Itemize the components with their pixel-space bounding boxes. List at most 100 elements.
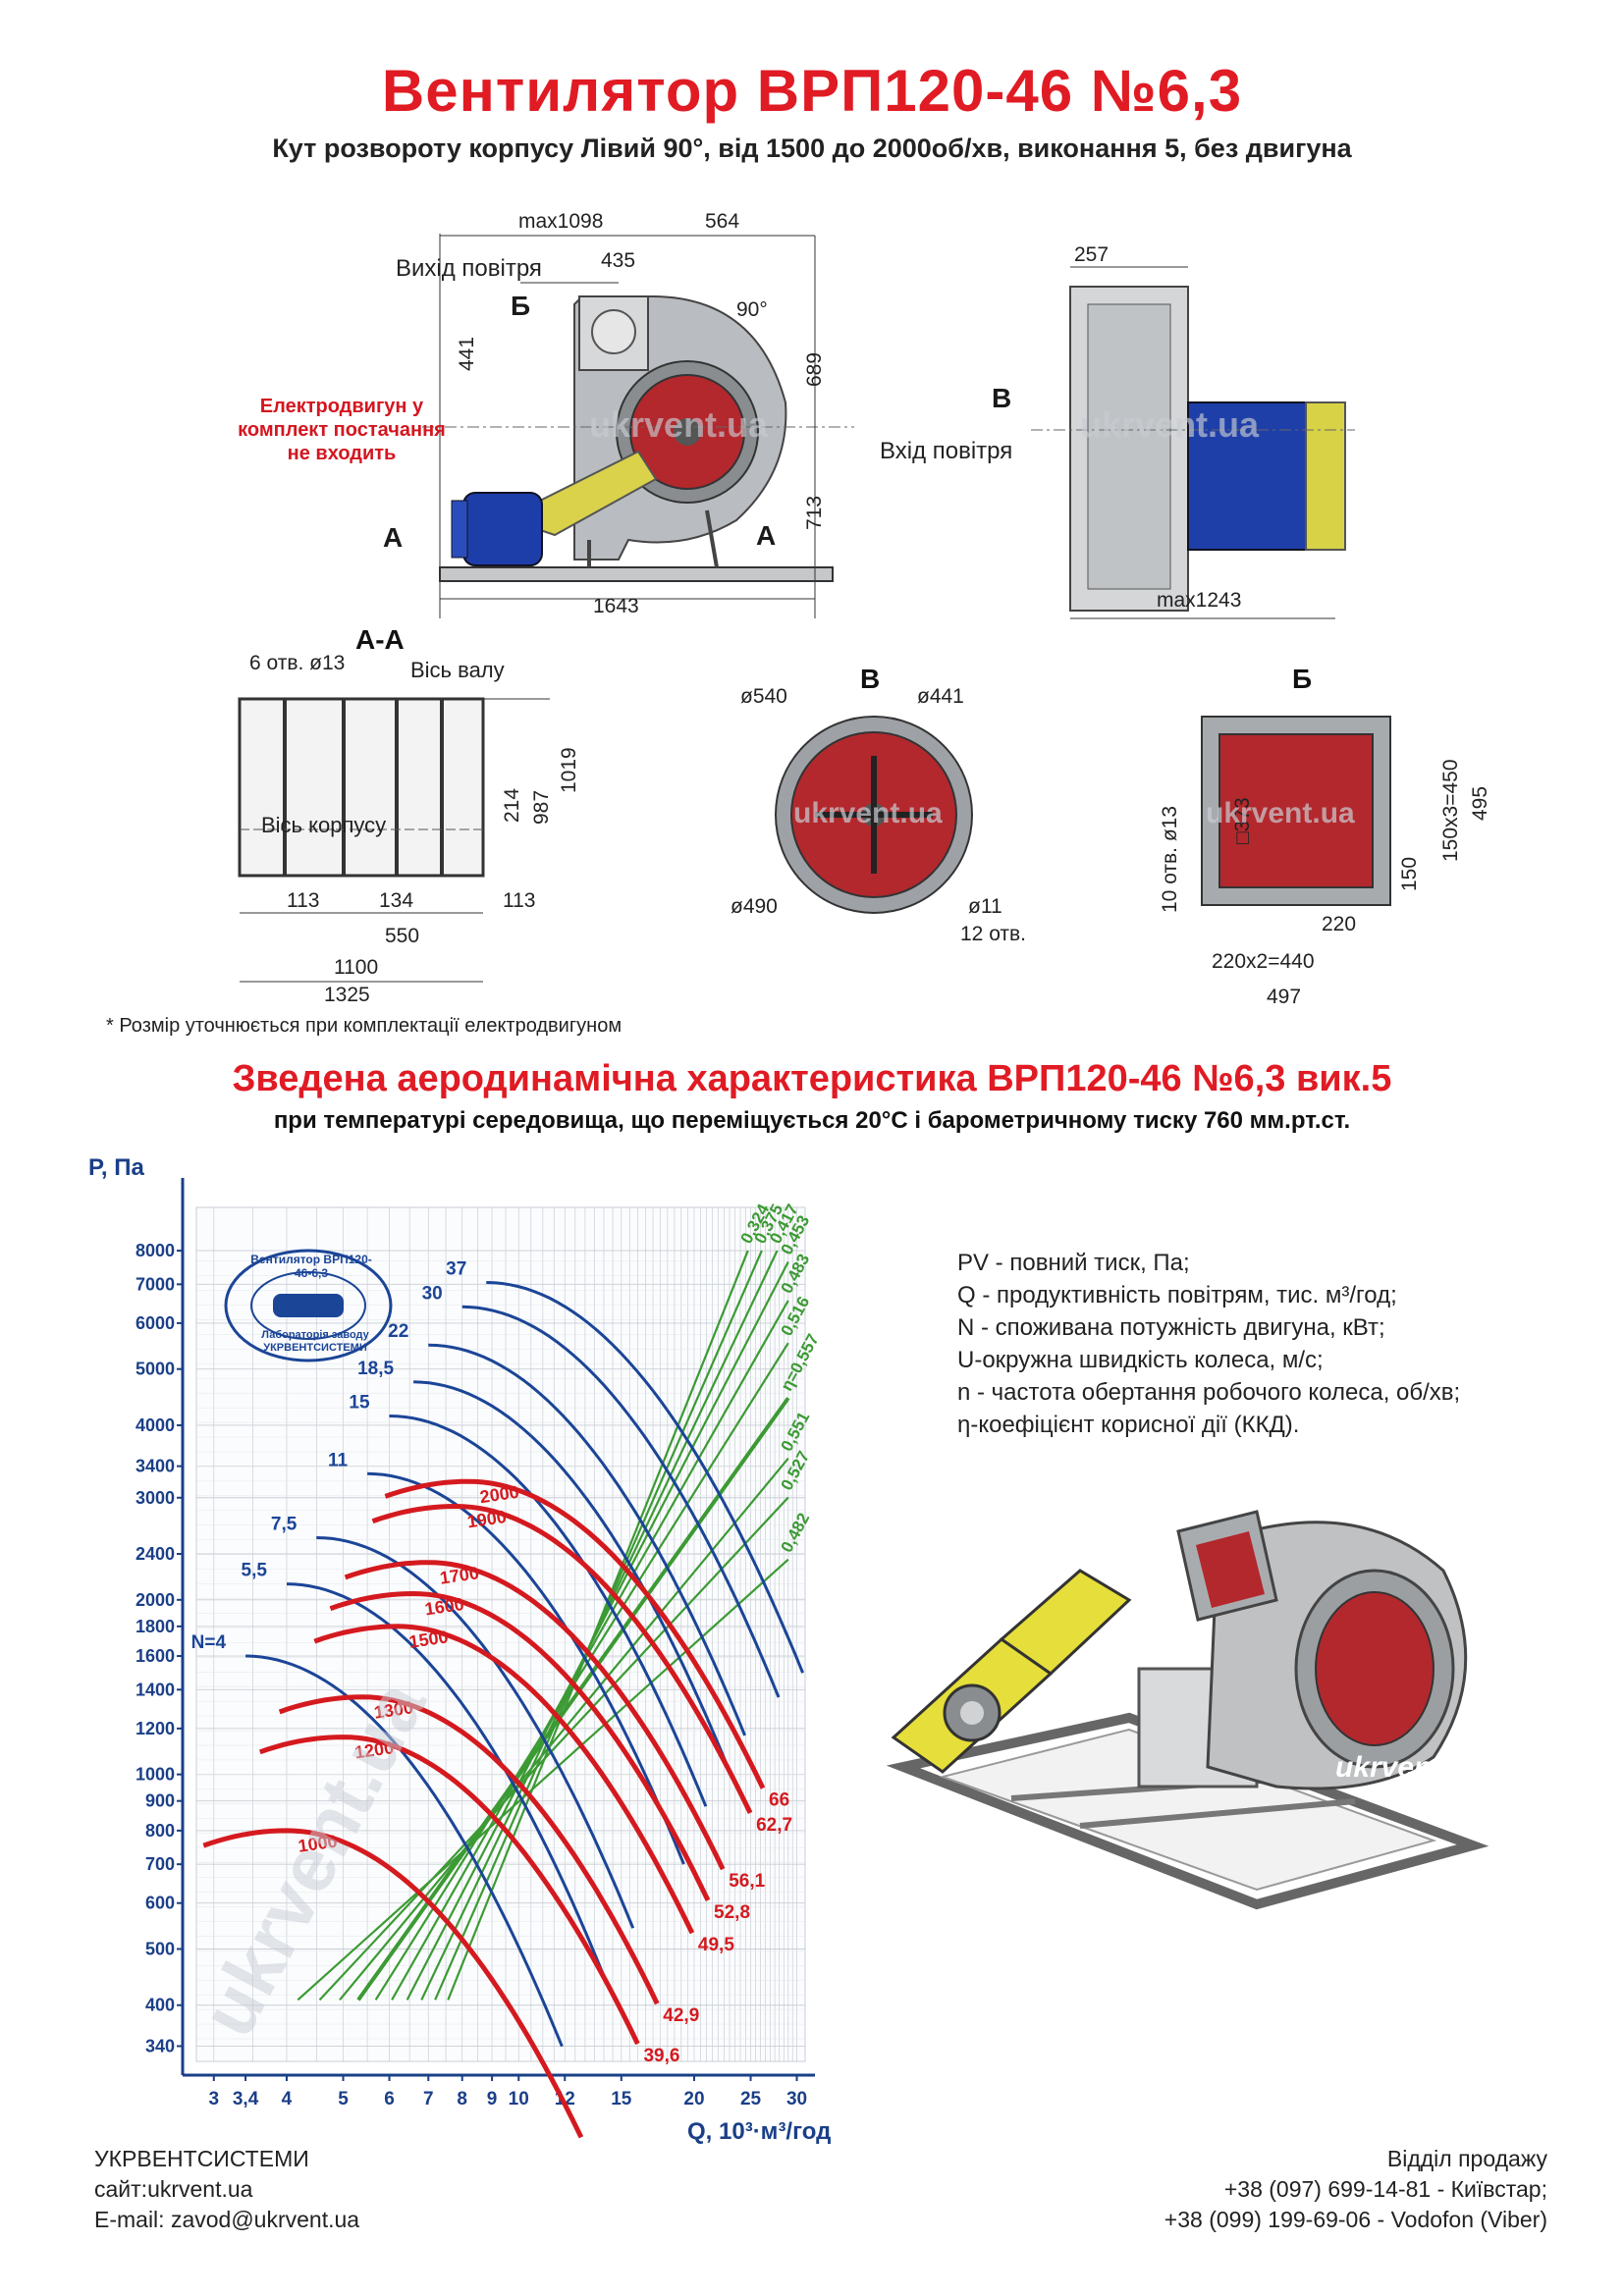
tip-speed-label: 42,9	[663, 2005, 699, 2026]
chart-x-tick-label: 20	[683, 2089, 704, 2109]
view-b-watermark: ukrvent.ua	[1206, 797, 1355, 829]
tip-speed-label: 39,6	[643, 2046, 679, 2066]
view-v-svg	[775, 716, 973, 914]
view-v-drawing	[766, 707, 982, 923]
footer-site[interactable]: сайт:ukrvent.ua	[94, 2176, 253, 2202]
tip-speed-label: 33	[587, 2139, 608, 2140]
efficiency-line	[356, 1397, 790, 2002]
page-title: Вентилятор ВРП120-46 №6,3	[381, 58, 1243, 124]
chart-x-tick-label: 6	[384, 2089, 395, 2109]
dim-113-left: 113	[287, 889, 320, 912]
chart-x-tick-label: 10	[509, 2089, 529, 2109]
tip-speed-label: 52,8	[714, 1902, 750, 1923]
power-curve-label: 30	[422, 1283, 443, 1304]
page-subtitle: Кут розвороту корпусу Лівий 90°, від 150…	[272, 133, 1352, 163]
dim-d441: ø441	[917, 685, 964, 708]
shaft-axis-label: Вісь валу	[410, 658, 505, 682]
power-curve	[316, 1536, 635, 1929]
inlet-label: Вхід повітря	[880, 438, 1013, 464]
front-watermark: ukrvent.ua	[589, 404, 769, 445]
chart-y-tick-label: 8000	[135, 1241, 175, 1260]
dim-150: 150	[1398, 856, 1421, 891]
dim-435: 435	[601, 249, 636, 272]
dim-d490: ø490	[731, 895, 778, 918]
chart-y-tick-label: 3000	[135, 1488, 175, 1508]
dim-441: 441	[456, 336, 478, 371]
dim-max1098: max1098	[518, 210, 604, 233]
chart-x-tick-label: 3	[209, 2089, 220, 2109]
lab-stamp-svg	[224, 1249, 393, 1362]
legend-item-pv: PV - повний тиск, Па;	[957, 1250, 1190, 1276]
power-curve	[286, 1582, 605, 1975]
chart-x-tick-label: 7	[423, 2089, 434, 2109]
aerodynamic-chart: 3404005006007008009001000120014001600180…	[135, 1178, 823, 2140]
section-a-right: А	[756, 520, 777, 551]
outlet-label: Вихід повітря	[396, 255, 542, 282]
chart-y-tick-label: 1000	[135, 1765, 175, 1785]
footer-phone-1[interactable]: +38 (097) 699-14-81 - Київстар;	[1223, 2176, 1547, 2202]
chart-y-label: P, Па	[88, 1154, 144, 1181]
motor-note: Електродвигун у комплект постачання не в…	[238, 396, 446, 464]
view-b-svg	[1201, 716, 1391, 906]
dim-497: 497	[1267, 986, 1302, 1008]
speed-curve	[278, 1694, 660, 2005]
photo-watermark: ukrvent.ua	[1335, 1751, 1485, 1784]
lab-stamp	[222, 1247, 395, 1364]
speed-curve	[202, 1828, 584, 2139]
front-view-drawing	[393, 206, 864, 638]
chart-y-tick-label: 6000	[135, 1313, 175, 1333]
body-axis-label: Вісь корпусу	[261, 813, 387, 837]
chart-y-tick-label: 400	[145, 1996, 175, 2015]
power-curve-label: 18,5	[357, 1359, 394, 1379]
dim-220: 220	[1322, 913, 1357, 935]
dim-220x2: 220x2=440	[1212, 950, 1315, 973]
legend-item-u: U-окружна швидкість колеса, м/с;	[957, 1347, 1324, 1373]
efficiency-line	[391, 1300, 789, 2001]
chart-legend: PV - повний тиск, Па; Q - продуктивність…	[957, 1247, 1460, 1441]
dim-max1243: max1243	[1157, 589, 1242, 612]
power-curve-label: N=4	[191, 1632, 227, 1653]
legend-item-eta: η-коефіцієнт корисної дії (ККД).	[957, 1412, 1300, 1438]
section-a-left: А	[383, 522, 404, 553]
efficiency-line	[447, 1250, 749, 2001]
side-view-svg	[1031, 266, 1355, 619]
chart-y-tick-label: 900	[145, 1791, 175, 1811]
chart-y-tick-label: 3400	[135, 1457, 175, 1476]
dim-d11: ø11	[968, 895, 1002, 918]
dim-134: 134	[379, 889, 414, 912]
speed-curve	[258, 1735, 640, 2046]
chart-y-tick-label: 700	[145, 1854, 175, 1874]
holes-label-b: 10 отв. ø13	[1159, 805, 1181, 913]
section-v-mark: В	[992, 383, 1012, 413]
chart-y-tick-label: 1400	[135, 1680, 175, 1699]
footer-sales: Відділ продажу +38 (097) 699-14-81 - Киї…	[1164, 2144, 1547, 2235]
footnote: * Розмір уточнюється при комплектації ел…	[106, 1015, 623, 1037]
chart-x-tick-label: 9	[487, 2089, 498, 2109]
dim-257: 257	[1074, 243, 1110, 266]
holes-label-aa: 6 отв. ø13	[249, 652, 346, 674]
legend-item-n: N - споживана потужність двигуна, кВт;	[957, 1314, 1385, 1341]
fan-illustration-svg	[886, 1510, 1489, 1910]
power-curve-label: 37	[446, 1259, 466, 1280]
efficiency-line	[297, 1558, 789, 2002]
chart-section-title: Зведена аеродинамічна характеристика ВРП…	[232, 1058, 1392, 1099]
holes-label-v: 12 отв.	[960, 923, 1027, 945]
chart-x-tick-label: 15	[611, 2089, 632, 2109]
footer-email[interactable]: E-mail: zavod@ukrvent.ua	[94, 2207, 360, 2232]
section-aa-svg	[238, 697, 550, 983]
chart-y-tick-label: 1200	[135, 1719, 175, 1738]
efficiency-line	[318, 1496, 789, 2002]
footer-phone-2[interactable]: +38 (099) 199-69-06 - Vodofon (Viber)	[1164, 2207, 1547, 2232]
chart-x-label: Q, 10³·м³/год	[687, 2118, 832, 2145]
dim-d540: ø540	[740, 685, 787, 708]
dim-150x3: 150x3=450	[1439, 759, 1462, 862]
section-aa-drawing	[196, 677, 609, 1011]
front-view-svg	[422, 234, 854, 618]
chart-y-tick-label: 800	[145, 1821, 175, 1841]
dim-987: 987	[530, 789, 553, 825]
power-curve-label: 15	[349, 1392, 370, 1413]
dim-550: 550	[385, 925, 420, 947]
side-watermark: ukrvent.ua	[1080, 404, 1260, 445]
stamp-top-text: Вентилятор ВРП120-46-6,3	[250, 1253, 372, 1280]
chart-y-tick-label: 1800	[135, 1617, 175, 1636]
